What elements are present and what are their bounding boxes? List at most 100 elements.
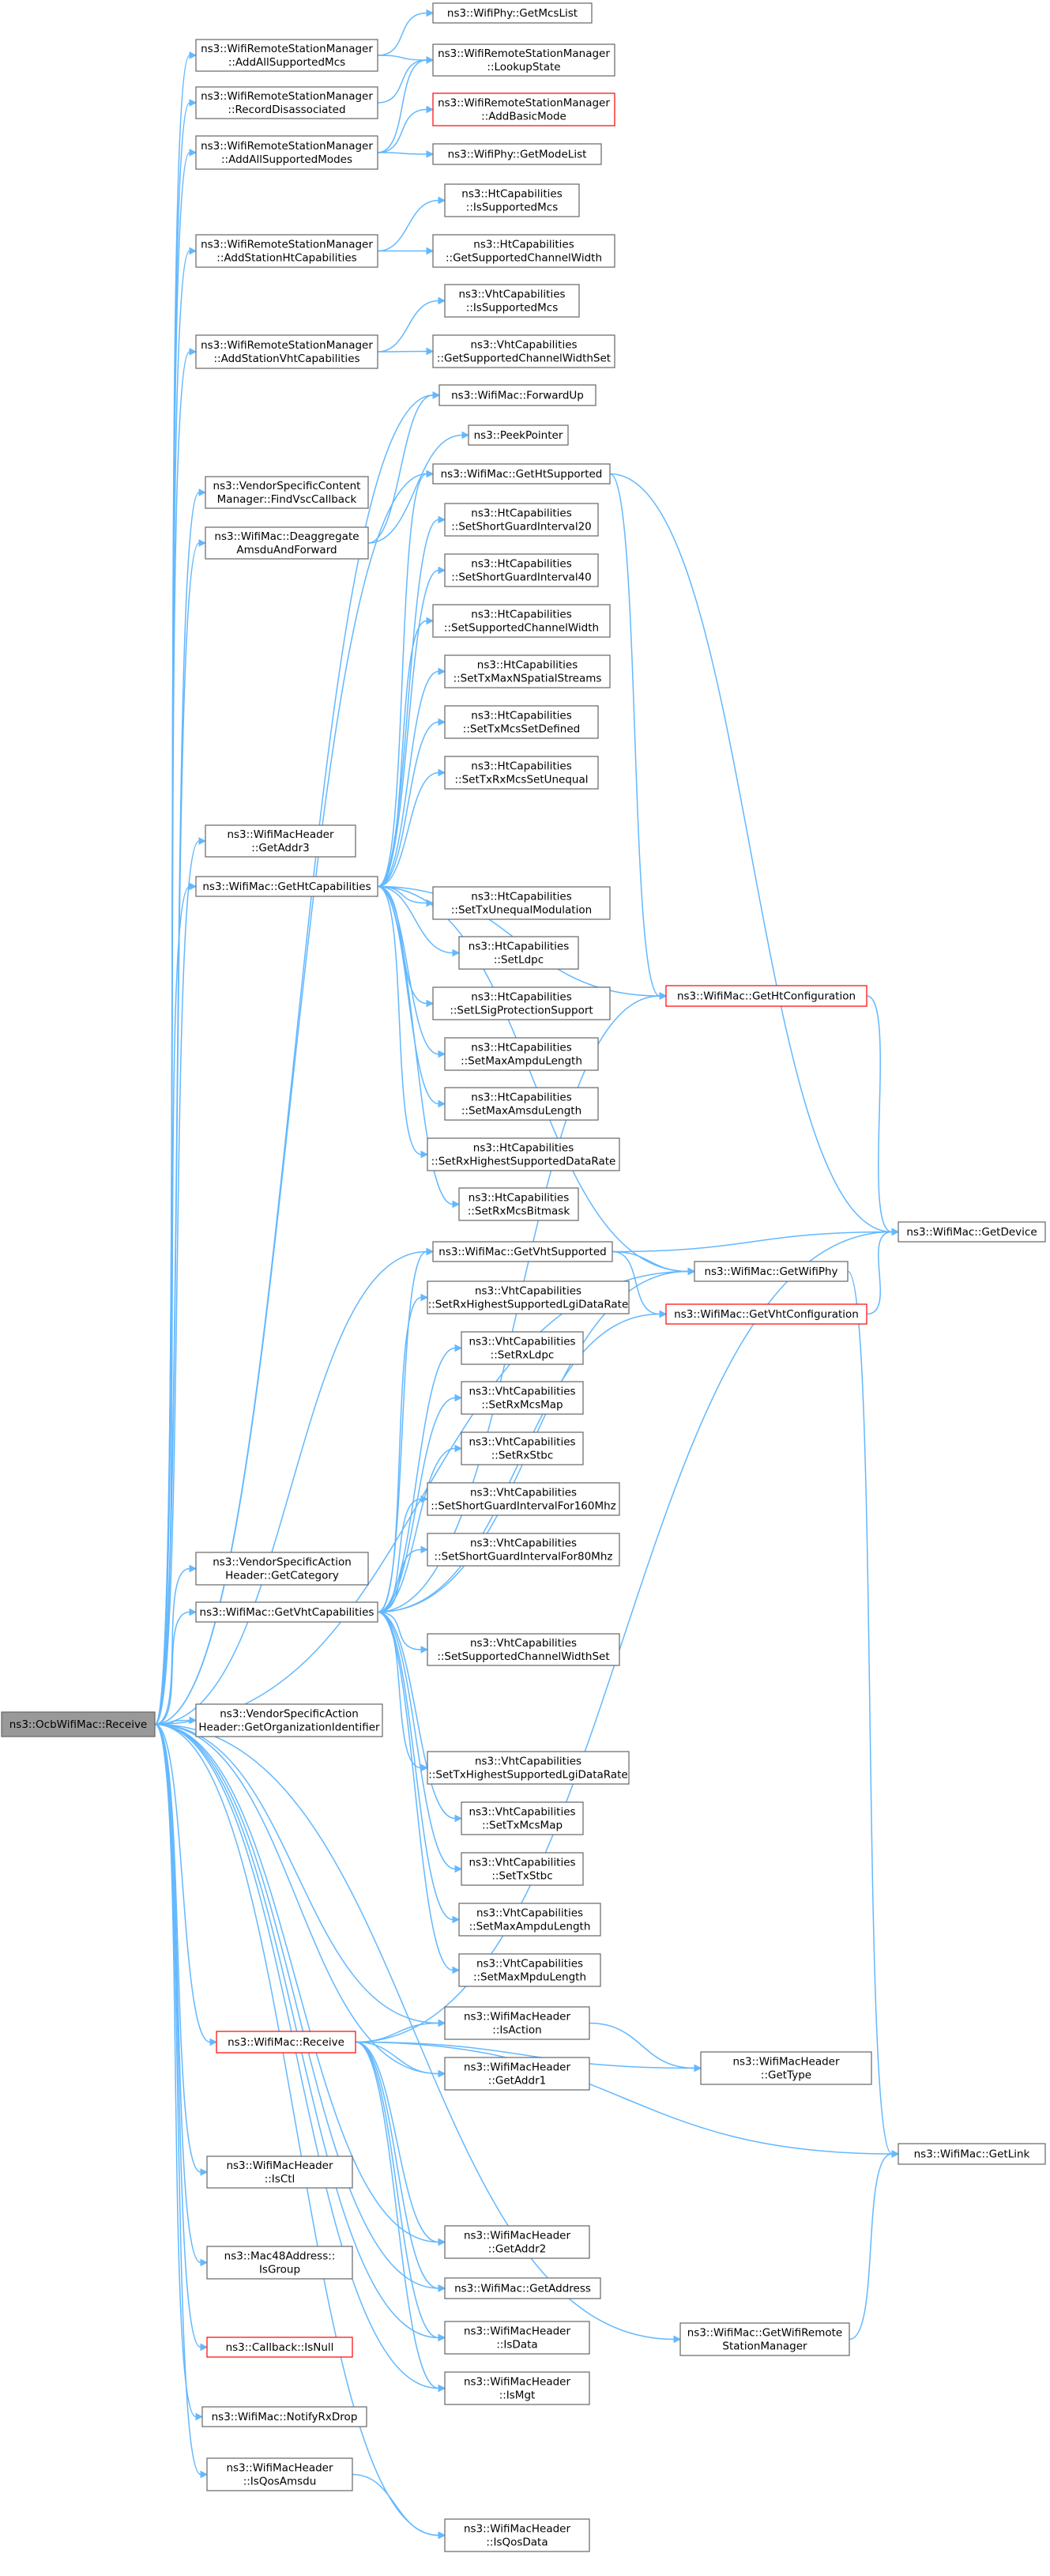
node-box[interactable] [206, 2457, 353, 2491]
node-forwardUp[interactable]: ns3::WifiMac::ForwardUp [438, 384, 597, 406]
node-getAddr3[interactable]: ns3::WifiMacHeader::GetAddr3 [205, 824, 356, 858]
node-isGroup[interactable]: ns3::Mac48Address::IsGroup [206, 2246, 353, 2280]
node-box[interactable] [444, 2518, 590, 2552]
node-box[interactable] [461, 1801, 584, 1835]
node-htSetTxMaxNSS[interactable]: ns3::HtCapabilities::SetTxMaxNSpatialStr… [444, 654, 611, 688]
node-box[interactable] [195, 334, 378, 369]
node-box[interactable] [427, 1751, 630, 1785]
node-box[interactable] [195, 1601, 378, 1623]
node-htSetLSig[interactable]: ns3::HtCapabilities::SetLSigProtectionSu… [432, 986, 611, 1020]
node-box[interactable] [432, 463, 611, 485]
node-vhtSetRxLdpc[interactable]: ns3::VhtCapabilities::SetRxLdpc [461, 1331, 584, 1365]
node-box[interactable] [438, 384, 597, 406]
node-box[interactable] [444, 503, 599, 537]
node-addVhtCap[interactable]: ns3::WifiRemoteStationManager::AddStatio… [195, 334, 378, 369]
node-lookupState[interactable]: ns3::WifiRemoteStationManager::LookupSta… [432, 43, 615, 77]
node-vhtSetTxHighest[interactable]: ns3::VhtCapabilities::SetTxHighestSuppor… [427, 1751, 630, 1785]
node-isCtl[interactable]: ns3::WifiMacHeader::IsCtl [206, 2155, 353, 2189]
node-cbIsNull[interactable]: ns3::Callback::IsNull [206, 2337, 353, 2358]
node-htSetSGI20[interactable]: ns3::HtCapabilities::SetShortGuardInterv… [444, 503, 599, 537]
node-box[interactable] [444, 1087, 599, 1121]
node-box[interactable] [432, 334, 615, 368]
node-vhtSetMaxMpdu[interactable]: ns3::VhtCapabilities::SetMaxMpduLength [458, 1953, 601, 1987]
node-vhtSetMaxAmpdu[interactable]: ns3::VhtCapabilities::SetMaxAmpduLength [458, 1903, 601, 1937]
node-vhtSetRxHighest[interactable]: ns3::VhtCapabilities::SetRxHighestSuppor… [427, 1280, 630, 1314]
node-getWrsm[interactable]: ns3::WifiMac::GetWifiRemoteStationManage… [679, 2322, 850, 2356]
node-box[interactable] [432, 43, 615, 77]
node-getMcsList[interactable]: ns3::WifiPhy::GetMcsList [432, 2, 593, 24]
node-box[interactable] [432, 143, 602, 165]
node-box[interactable] [444, 183, 580, 217]
node-box[interactable] [206, 2337, 353, 2358]
node-box[interactable] [898, 1221, 1046, 1243]
node-box[interactable] [432, 2, 593, 24]
node-box[interactable] [444, 2057, 590, 2091]
node-box[interactable] [1, 1711, 156, 1737]
node-box[interactable] [458, 1187, 579, 1221]
node-getVhtConfig[interactable]: ns3::WifiMac::GetVhtConfiguration [665, 1303, 867, 1325]
node-getAddr2[interactable]: ns3::WifiMacHeader::GetAddr2 [444, 2225, 590, 2259]
node-box[interactable] [427, 1533, 620, 1567]
node-findVsc[interactable]: ns3::VendorSpecificContentManager::FindV… [205, 476, 369, 509]
node-htSetSupCW[interactable]: ns3::HtCapabilities::SetSupportedChannel… [432, 604, 611, 638]
node-htSetSGI40[interactable]: ns3::HtCapabilities::SetShortGuardInterv… [444, 553, 599, 587]
node-getHtConfig[interactable]: ns3::WifiMac::GetHtConfiguration [665, 985, 867, 1007]
node-box[interactable] [444, 2277, 601, 2299]
node-getAddress[interactable]: ns3::WifiMac::GetAddress [444, 2277, 601, 2299]
node-getHtSupported[interactable]: ns3::WifiMac::GetHtSupported [432, 463, 611, 485]
node-box[interactable] [195, 1703, 383, 1737]
node-isAction[interactable]: ns3::WifiMacHeader::IsAction [444, 2006, 590, 2040]
node-getType[interactable]: ns3::WifiMacHeader::GetType [700, 2051, 872, 2085]
node-isQosData[interactable]: ns3::WifiMacHeader::IsQosData [444, 2518, 590, 2552]
node-notifyRxDrop[interactable]: ns3::WifiMac::NotifyRxDrop [201, 2406, 367, 2427]
node-getHtCaps[interactable]: ns3::WifiMac::GetHtCapabilities [195, 876, 378, 897]
node-htSetRxHighest[interactable]: ns3::HtCapabilities::SetRxHighestSupport… [427, 1137, 620, 1171]
node-htSetTxMcsSetDef[interactable]: ns3::HtCapabilities::SetTxMcsSetDefined [444, 705, 599, 739]
node-box[interactable] [444, 2006, 590, 2040]
node-root[interactable]: ns3::OcbWifiMac::Receive [1, 1711, 156, 1737]
node-box[interactable] [694, 1261, 849, 1282]
node-box[interactable] [461, 1331, 584, 1365]
node-addAllModes[interactable]: ns3::WifiRemoteStationManager::AddAllSup… [195, 135, 378, 170]
node-box[interactable] [427, 1633, 620, 1666]
node-macReceive[interactable]: ns3::WifiMac::Receive [216, 2031, 356, 2054]
node-box[interactable] [432, 986, 611, 1020]
node-getWifiPhy[interactable]: ns3::WifiMac::GetWifiPhy [694, 1261, 849, 1282]
node-box[interactable] [432, 234, 615, 268]
node-box[interactable] [206, 2155, 353, 2189]
node-box[interactable] [195, 86, 378, 119]
node-addBasicMode[interactable]: ns3::WifiRemoteStationManager::AddBasicM… [432, 92, 615, 126]
node-box[interactable] [427, 1482, 620, 1516]
node-box[interactable] [432, 886, 611, 920]
node-box[interactable] [444, 2371, 590, 2405]
node-htIsSupMcs[interactable]: ns3::HtCapabilities::IsSupportedMcs [444, 183, 580, 217]
node-box[interactable] [195, 1552, 369, 1586]
node-box[interactable] [458, 1953, 601, 1987]
node-isMgt[interactable]: ns3::WifiMacHeader::IsMgt [444, 2371, 590, 2405]
node-box[interactable] [205, 824, 356, 858]
node-box[interactable] [195, 876, 378, 897]
node-box[interactable] [461, 1852, 584, 1886]
node-isData[interactable]: ns3::WifiMacHeader::IsData [444, 2321, 590, 2355]
node-vhtIsSupMcs[interactable]: ns3::VhtCapabilities::IsSupportedMcs [444, 284, 580, 318]
node-box[interactable] [898, 2143, 1046, 2165]
node-box[interactable] [679, 2322, 850, 2356]
node-box[interactable] [461, 1431, 584, 1465]
node-getCategory[interactable]: ns3::VendorSpecificActionHeader::GetCate… [195, 1552, 369, 1586]
node-vhtGetSupCWS[interactable]: ns3::VhtCapabilities::GetSupportedChanne… [432, 334, 615, 368]
node-box[interactable] [444, 756, 599, 790]
node-box[interactable] [195, 39, 378, 72]
node-peekPointer[interactable]: ns3::PeekPointer [468, 424, 569, 446]
node-box[interactable] [432, 92, 615, 126]
node-getVhtCaps[interactable]: ns3::WifiMac::GetVhtCapabilities [195, 1601, 378, 1623]
node-box[interactable] [427, 1137, 620, 1171]
node-box[interactable] [206, 2246, 353, 2280]
node-addHtCap[interactable]: ns3::WifiRemoteStationManager::AddStatio… [195, 234, 378, 268]
node-getAddr1[interactable]: ns3::WifiMacHeader::GetAddr1 [444, 2057, 590, 2091]
node-box[interactable] [444, 2321, 590, 2355]
node-box[interactable] [468, 424, 569, 446]
node-box[interactable] [444, 1037, 599, 1071]
node-box[interactable] [700, 2051, 872, 2085]
node-box[interactable] [444, 2225, 590, 2259]
